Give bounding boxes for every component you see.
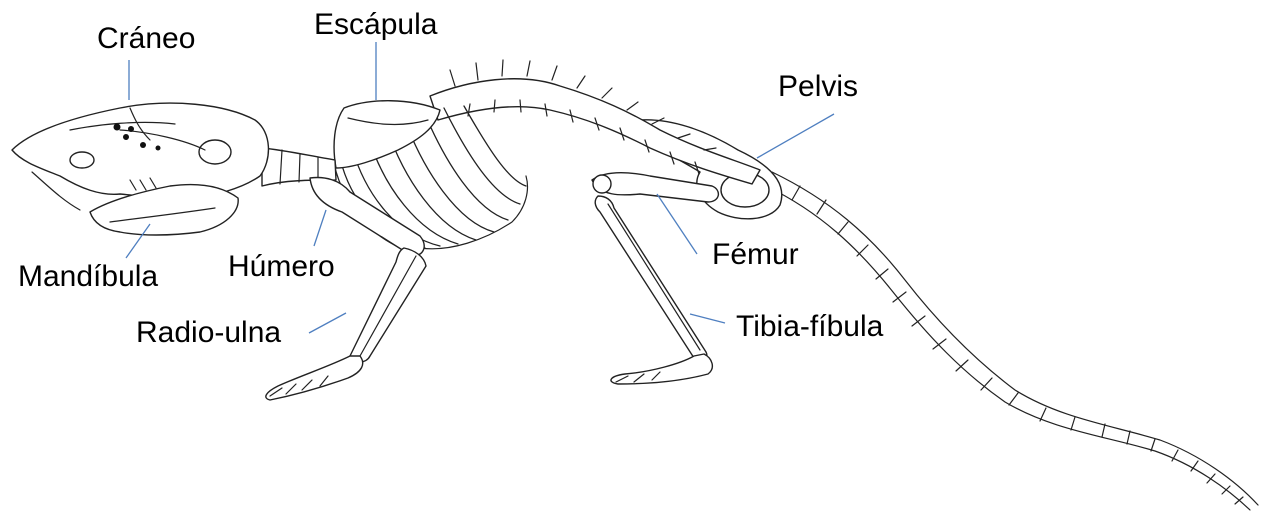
label-escapula: Escápula [314,8,437,42]
label-humero: Húmero [228,250,335,284]
leader-line-tibia-fibula [690,314,725,323]
leader-line-radio-ulna [309,313,346,333]
label-femur: Fémur [712,238,799,272]
label-radio-ulna: Radio-ulna [136,316,281,350]
spine [430,60,760,184]
hindlimb [592,173,718,384]
forelimb [266,178,426,400]
label-mandibula: Mandíbula [18,260,158,294]
label-craneo: Cráneo [97,22,195,56]
leader-line-femur [657,194,697,254]
label-pelvis: Pelvis [778,70,858,104]
leader-line-humero [314,210,326,246]
scapula-bone [334,101,440,168]
leader-line-pelvis [757,114,834,158]
label-tibia-fibula: Tibia-fíbula [736,310,883,344]
skull-bone [12,103,268,198]
